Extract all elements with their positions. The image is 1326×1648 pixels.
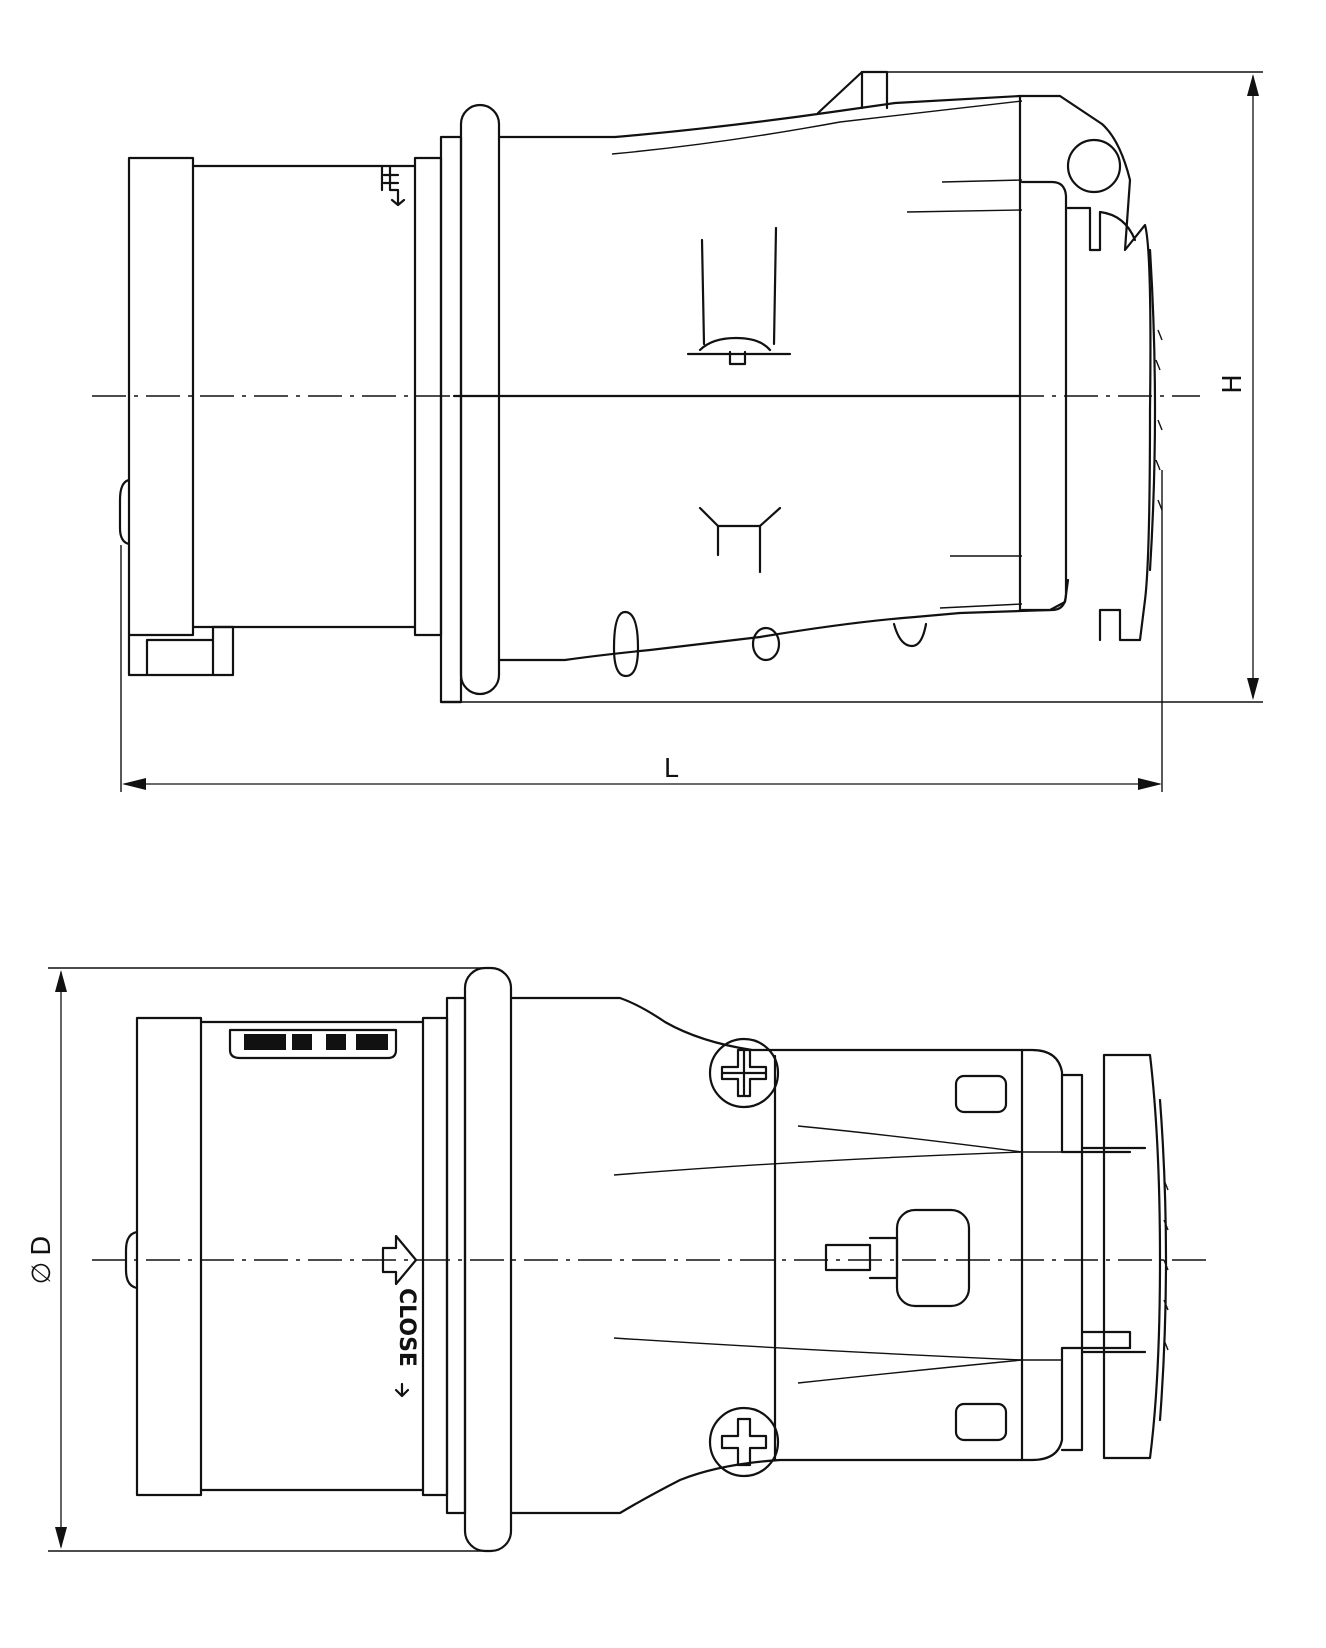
flange bbox=[445, 996, 467, 1515]
label-mark bbox=[326, 1034, 346, 1050]
hinge-icon bbox=[1066, 138, 1122, 194]
l-arrow-left bbox=[122, 778, 146, 790]
collar bbox=[421, 1016, 449, 1497]
close-arrow-small-icon bbox=[394, 1382, 410, 1398]
main-body-outline bbox=[497, 94, 1152, 662]
close-marking: CLOSE bbox=[394, 1288, 419, 1367]
pin-detail-upper bbox=[686, 226, 792, 366]
face-plate bbox=[1102, 1053, 1162, 1460]
screw-icon bbox=[708, 1037, 780, 1109]
bottom-oval-left bbox=[612, 610, 640, 678]
face-plate-details bbox=[1080, 1146, 1147, 1354]
h-label: H bbox=[1218, 374, 1248, 394]
bottom-oval-right bbox=[892, 622, 928, 648]
h-arrow-top bbox=[1247, 74, 1259, 96]
d-arrow-bottom bbox=[55, 1527, 67, 1549]
body-outline bbox=[509, 996, 1132, 1515]
diameter-symbol: ∅ bbox=[27, 1262, 57, 1285]
window-top bbox=[954, 1074, 1008, 1114]
face-edge bbox=[1020, 1048, 1084, 1462]
body-lines bbox=[906, 179, 1023, 609]
l-label: L bbox=[664, 754, 679, 784]
front-face-ribs bbox=[1163, 1179, 1169, 1351]
rear-body bbox=[191, 164, 417, 629]
bottom-oval-middle bbox=[751, 626, 781, 662]
contour-line bbox=[797, 1125, 1023, 1153]
rear-latch bbox=[127, 625, 235, 677]
d-label: ∅D bbox=[27, 1236, 57, 1285]
label-mark bbox=[356, 1034, 388, 1050]
front-face bbox=[1158, 1098, 1168, 1422]
label-strip bbox=[228, 1028, 398, 1060]
contour-line bbox=[797, 1359, 1023, 1384]
lock-stem bbox=[824, 1236, 899, 1280]
pin-detail-lower bbox=[698, 506, 782, 574]
rear-knob bbox=[118, 478, 131, 546]
side-view bbox=[92, 70, 1263, 704]
rear-cap bbox=[135, 1016, 203, 1497]
top-view: CLOSE bbox=[92, 966, 1206, 1553]
window-bottom bbox=[954, 1402, 1008, 1442]
label-mark bbox=[292, 1034, 312, 1050]
lid-hinge bbox=[1066, 206, 1137, 252]
close-arrow-icon bbox=[381, 1234, 418, 1286]
dimension-l: L bbox=[120, 470, 1163, 792]
rear-cap bbox=[127, 156, 195, 637]
screw-icon bbox=[708, 1406, 780, 1478]
top-tab bbox=[816, 70, 889, 115]
contour-line bbox=[613, 1151, 1023, 1176]
d-arrow-top bbox=[55, 970, 67, 992]
l-arrow-right bbox=[1138, 778, 1162, 790]
label-mark bbox=[244, 1034, 286, 1050]
h-arrow-bottom bbox=[1247, 678, 1259, 700]
body-lines bbox=[1022, 1151, 1062, 1361]
dimension-d: ∅D bbox=[27, 967, 488, 1552]
grip-ring bbox=[459, 103, 501, 696]
front-face-ribs bbox=[1155, 329, 1163, 511]
front-face bbox=[1148, 248, 1157, 572]
dimension-h: H bbox=[887, 71, 1263, 700]
diameter-letter: D bbox=[27, 1236, 57, 1256]
set-screw-icon bbox=[380, 164, 406, 207]
contour-line bbox=[611, 100, 1023, 155]
rear-body bbox=[199, 1020, 425, 1492]
lock-button bbox=[895, 1208, 971, 1308]
flange bbox=[439, 135, 463, 704]
contour-line bbox=[613, 1337, 1023, 1361]
